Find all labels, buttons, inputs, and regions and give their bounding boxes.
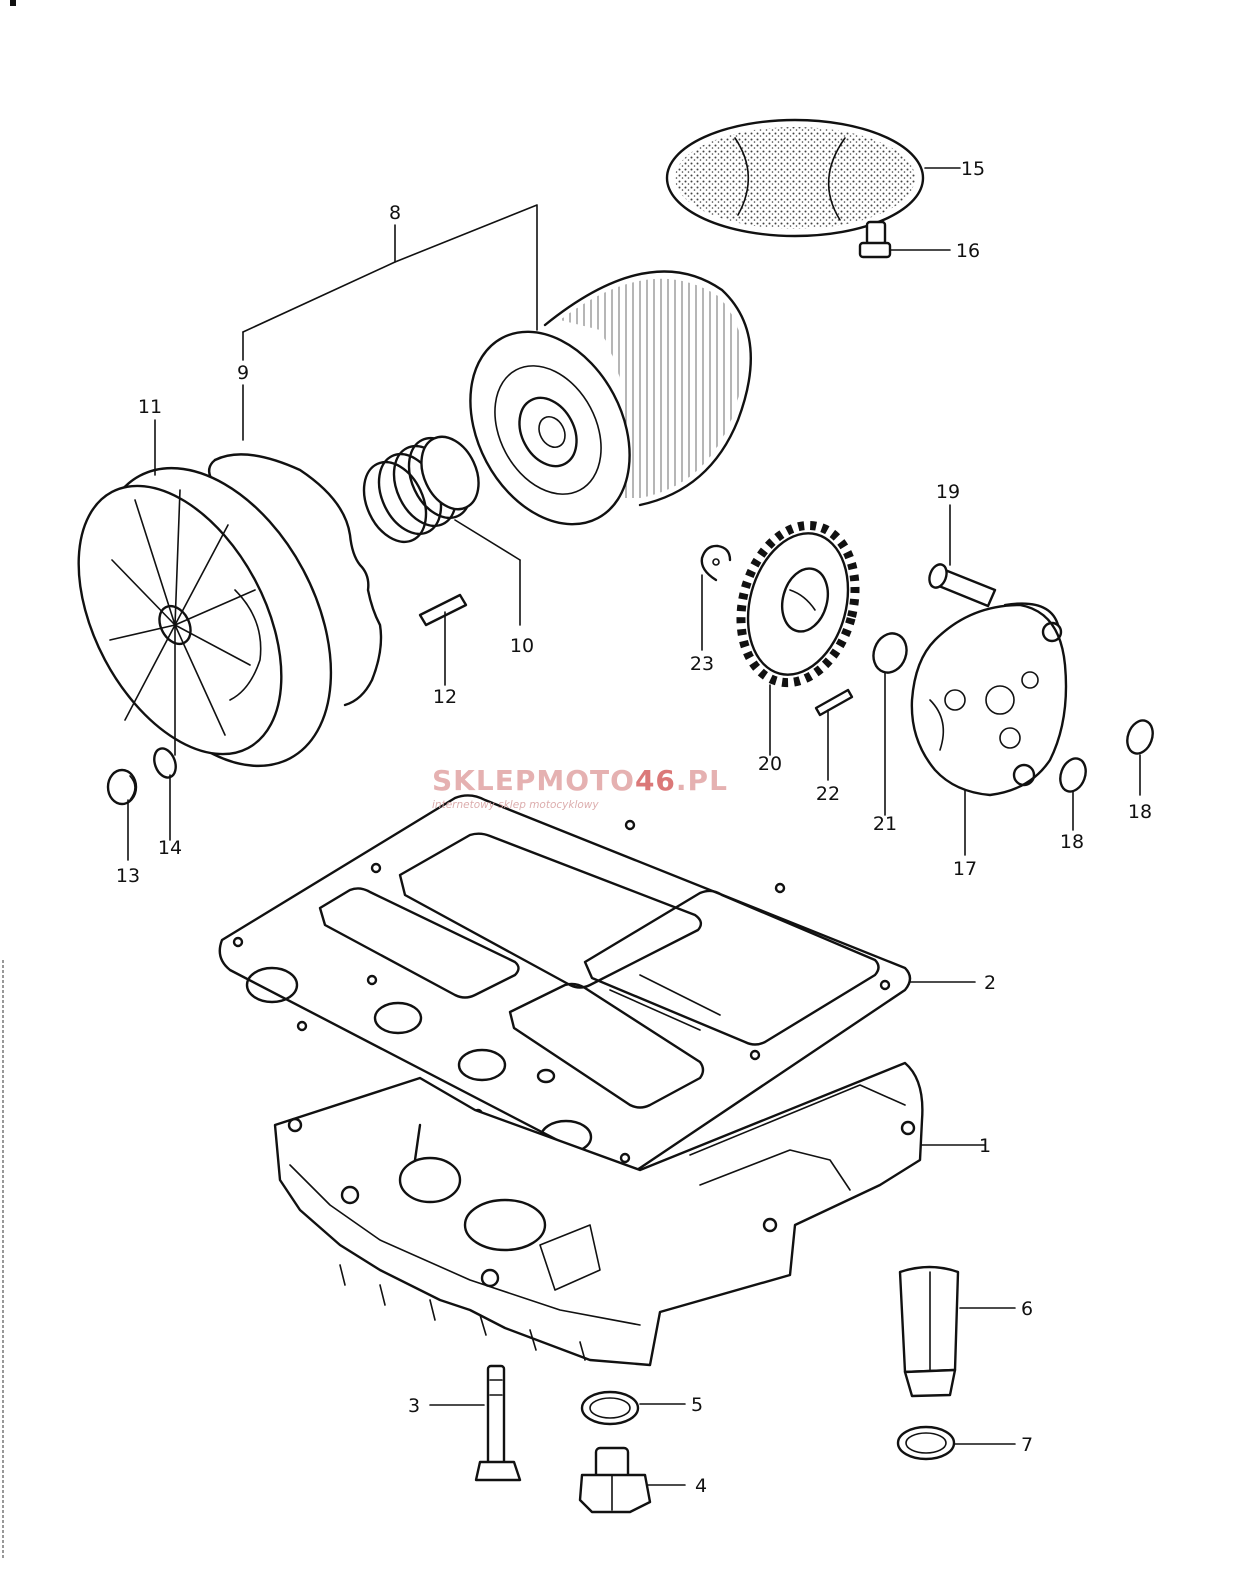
washer-part: [872, 632, 908, 674]
callout-pan-bolt: 3: [408, 1395, 420, 1417]
circlip-part: [700, 544, 732, 582]
oil-filter-part: [469, 270, 752, 526]
pump-bolt-part: [928, 563, 997, 608]
oil-pressure-switch-part: [898, 1265, 960, 1398]
watermark-number: 46: [635, 764, 676, 797]
oil-strainer-part: [665, 118, 925, 238]
callout-switch-gasket: 7: [1021, 1434, 1033, 1456]
callout-washer: 21: [873, 813, 897, 835]
callout-oil-strainer: 15: [961, 158, 985, 180]
callout-oil-pressure-switch: 6: [1021, 1298, 1033, 1320]
pump-gear-part: [736, 520, 860, 688]
callout-o-ring-13: 13: [116, 865, 140, 887]
watermark-main: MOTO: [536, 764, 635, 797]
watermark-prefix: SKLEP: [432, 764, 536, 797]
filter-spring-part: [362, 435, 480, 544]
callout-o-ring-18a: 18: [1060, 831, 1084, 853]
callout-dowel-pin-left: 12: [433, 686, 457, 708]
callout-pump-bolt: 19: [936, 481, 960, 503]
oil-pan-gasket-part: [218, 794, 912, 1174]
filter-cap-part: [77, 466, 333, 768]
watermark: SKLEPMOTO46.PL internetowy sklep motocyk…: [432, 764, 728, 811]
drain-plug-gasket-part: [580, 1390, 640, 1426]
leader-lines: [127, 167, 1141, 1486]
callout-oil-filter-assy: 8: [389, 202, 401, 224]
oil-pan-part: [273, 1061, 924, 1367]
o-ring-18a-part: [1059, 757, 1087, 793]
callout-oil-pump: 17: [953, 858, 977, 880]
pan-bolt-part: [474, 1364, 522, 1482]
strainer-screw-part: [858, 220, 892, 259]
svg-text:SKLEPMOTO46.PL: SKLEPMOTO46.PL: [432, 764, 728, 797]
drain-plug-part: [578, 1446, 652, 1514]
callout-oil-pan: 1: [979, 1135, 991, 1157]
gear-pin-part: [814, 688, 854, 717]
watermark-tagline: internetowy sklep motocyklowy: [432, 799, 599, 811]
callout-labels: 1 2 3 4 5 6 7 8 9 10 11 12 13 14 15 16 1…: [116, 158, 1152, 1497]
callout-circlip: 23: [690, 653, 714, 675]
callout-drain-plug: 4: [695, 1475, 707, 1497]
callout-strainer-screw: 16: [956, 240, 980, 262]
callout-drain-plug-gasket: 5: [691, 1394, 703, 1416]
o-ring-13-part: [106, 768, 138, 806]
oil-pump-part: [910, 602, 1068, 797]
dowel-pin-left-part: [418, 593, 468, 627]
callout-filter-cap-o-ring: 9: [237, 362, 249, 384]
callout-oil-pan-gasket: 2: [984, 972, 996, 994]
callout-pump-gear: 20: [758, 753, 782, 775]
callout-o-ring-14: 14: [158, 837, 182, 859]
watermark-suffix: .PL: [676, 764, 728, 797]
callout-o-ring-18b: 18: [1128, 801, 1152, 823]
switch-gasket-part: [896, 1425, 956, 1461]
callout-filter-spring: 10: [510, 635, 534, 657]
callout-filter-cap: 11: [138, 396, 162, 418]
o-ring-18b-part: [1126, 719, 1154, 755]
callout-gear-pin: 22: [816, 783, 840, 805]
